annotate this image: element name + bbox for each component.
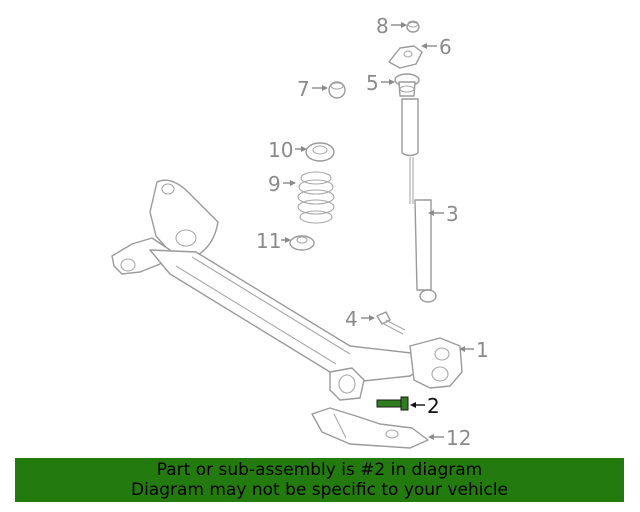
- svg-text:10: 10: [268, 138, 293, 162]
- banner-line-2: Diagram may not be specific to your vehi…: [130, 480, 508, 500]
- svg-text:5: 5: [366, 71, 379, 95]
- svg-text:9: 9: [268, 172, 281, 196]
- part-11-lower-spring-seat: [289, 235, 315, 251]
- svg-text:3: 3: [446, 202, 459, 226]
- svg-text:6: 6: [439, 35, 452, 59]
- callout-12: 12: [428, 426, 471, 450]
- part-3-shock-absorber: [401, 98, 437, 303]
- banner-line-1: Part or sub-assembly is #2 in diagram: [156, 460, 483, 480]
- callout-11: 11: [256, 229, 291, 253]
- callout-9: 9: [268, 172, 296, 196]
- part-4-bolt: [376, 311, 406, 335]
- parts-diagram: 8 6 5 7 3: [111, 14, 489, 450]
- part-6-upper-mount: [388, 45, 423, 69]
- part-7-nut: [328, 81, 346, 99]
- callout-5: 5: [366, 71, 395, 95]
- part-8-nut: [406, 20, 420, 33]
- callout-4: 4: [345, 307, 375, 331]
- part-1-axle-beam: [111, 179, 463, 401]
- part-10-spring-seat: [305, 142, 335, 162]
- callout-2: 2: [410, 394, 440, 418]
- svg-text:8: 8: [376, 14, 389, 38]
- svg-text:12: 12: [446, 426, 471, 450]
- callout-3: 3: [428, 202, 459, 226]
- svg-text:4: 4: [345, 307, 358, 331]
- info-banner: Part or sub-assembly is #2 in diagram Di…: [15, 458, 624, 502]
- svg-text:2: 2: [427, 394, 440, 418]
- svg-text:1: 1: [476, 338, 489, 362]
- callout-8: 8: [376, 14, 407, 38]
- part-12-lower-bracket: [311, 407, 429, 449]
- callout-10: 10: [268, 138, 307, 162]
- callout-7: 7: [297, 77, 328, 101]
- part-2-bolt: [376, 396, 409, 411]
- svg-text:7: 7: [297, 77, 310, 101]
- part-5-bump-stop: [394, 73, 420, 97]
- svg-text:11: 11: [256, 229, 281, 253]
- part-9-coil-spring: [297, 171, 335, 224]
- callout-6: 6: [421, 35, 452, 59]
- callout-1: 1: [459, 338, 489, 362]
